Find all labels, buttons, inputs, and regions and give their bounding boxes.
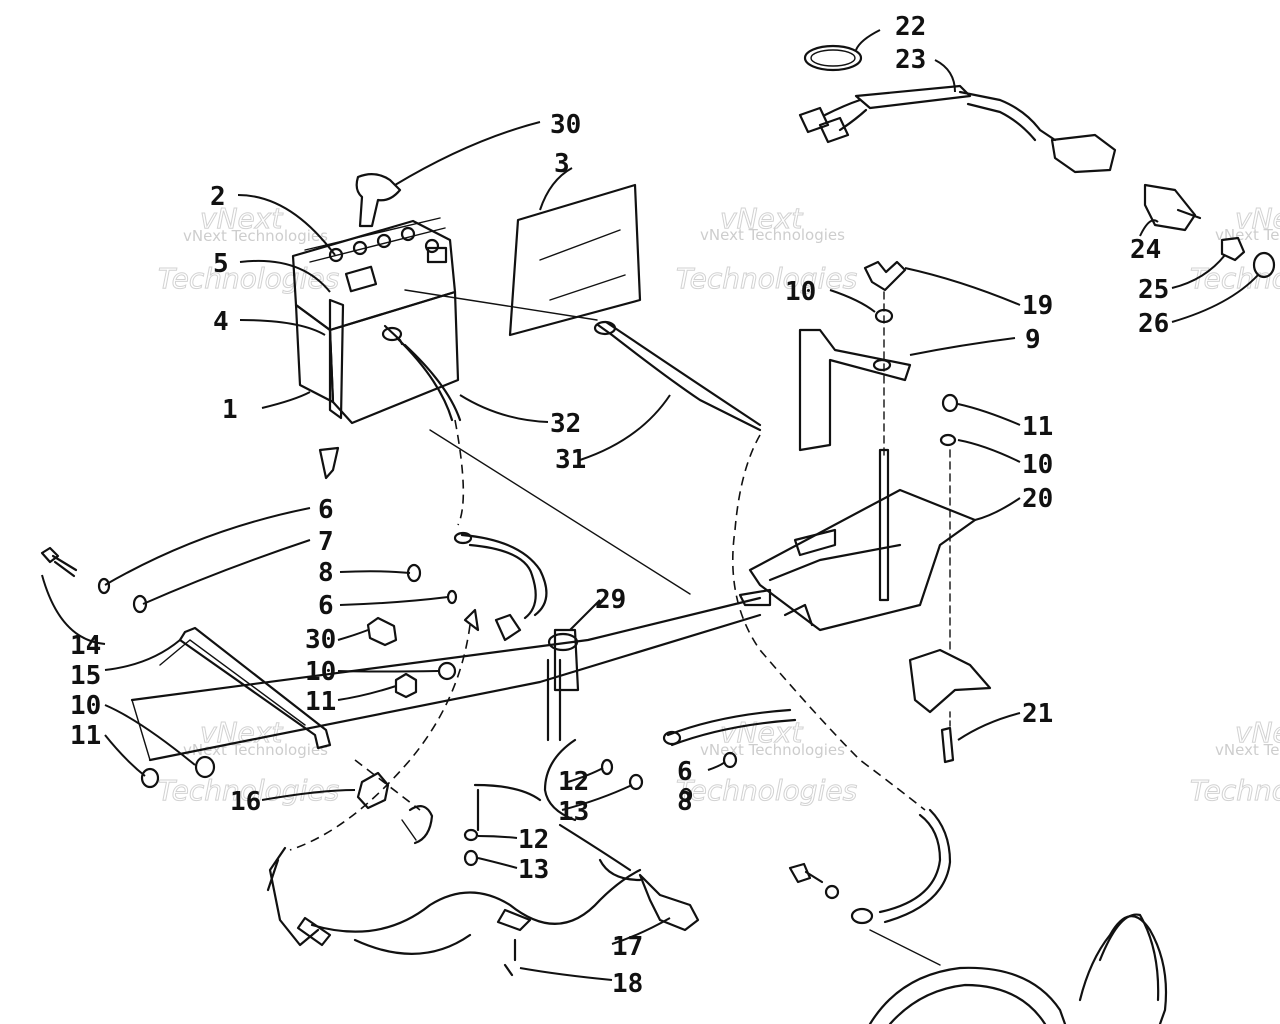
watermark-text: vNext Technologies [700,741,845,759]
ground-cable-right [878,813,942,914]
callout-label: 10 [785,277,816,307]
washer [939,433,957,447]
watermark-text: vNext [720,202,803,235]
callout-label: 17 [612,932,643,962]
mount-rail [130,429,762,762]
callout-label: 10 [305,657,336,687]
callout-label: 3 [554,149,570,179]
callout-label: 32 [550,409,581,439]
callout-label: 19 [1022,291,1053,321]
wing-nut [863,260,907,292]
starter-assembly [868,913,1168,1024]
callout-label: 6 [318,591,334,621]
watermark-text: vNext Technologies [700,226,845,244]
battery-bracket [798,328,912,452]
solenoid-harness [266,738,700,977]
watermark-text: Technologies [158,774,339,807]
callout-label: 12 [518,825,549,855]
bracket-rod [178,626,332,750]
callout-label: 12 [558,767,589,797]
callout-label: 30 [305,625,336,655]
nut [941,393,959,413]
wiring-harness [798,44,1276,279]
washer [97,577,111,595]
stud [878,448,890,602]
starter-cable [666,708,792,737]
callout-label: 15 [70,661,101,691]
callout-label: 16 [230,787,261,817]
bolt [940,726,955,764]
callout-label: 4 [213,307,229,337]
callout-label: 7 [318,527,334,557]
watermark-text: Technologies [158,262,339,295]
battery-shield [508,183,642,337]
callout-label: 10 [1022,450,1053,480]
leader-lines [41,29,1259,981]
watermark-text: Technologies [1190,774,1280,807]
callout-label: 26 [1138,309,1169,339]
watermark-text: vNext [1235,716,1280,749]
wire-routing [454,419,465,526]
callout-label: 11 [70,721,101,751]
small-parts [140,563,522,845]
callout-label: 6 [318,495,334,525]
callout-label: 13 [558,797,589,827]
callout-label: 2 [210,182,226,212]
callout-label: 9 [1025,325,1041,355]
terminal-boot [355,173,402,228]
callout-label: 1 [222,395,238,425]
washer [132,594,148,614]
watermark-text: vNext [200,202,283,235]
callout-label: 8 [318,558,334,588]
watermark-text: vNext Technologies [1215,741,1280,759]
callout-label: 14 [70,631,101,661]
mount-bracket [908,648,992,714]
battery-tray [738,488,977,632]
watermark-text: vNext [200,716,283,749]
callout-label: 5 [213,249,229,279]
callout-label: 8 [677,787,693,817]
callout-label: 30 [550,110,581,140]
callout-label: 29 [595,585,626,615]
callout-label: 11 [305,687,336,717]
callout-label: 24 [1130,235,1161,265]
callout-label: 21 [1022,699,1053,729]
callout-label: 11 [1022,412,1053,442]
battery [291,217,460,425]
callout-label: 25 [1138,275,1169,305]
bolt [40,546,78,578]
callout-label: 31 [555,445,586,475]
callout-label: 20 [1022,484,1053,514]
watermark-text: Technologies [676,774,857,807]
watermark-text: vNext Technologies [183,227,328,245]
callout-label: 22 [895,12,926,42]
watermark-text: Technologies [676,262,857,295]
callout-label: 6 [677,757,693,787]
ground-cable [460,533,548,617]
callout-label: 10 [70,691,101,721]
callout-label: 18 [612,969,643,999]
callout-label: 23 [895,45,926,75]
watermark-text: Technologies [1190,262,1280,295]
strap-hook [318,446,340,480]
callout-labels: 1 2 3 4 5 6 7 8 6 30 10 11 14 15 10 11 1… [70,12,1169,999]
watermark-group: vNext Technologies vNext Technologies vN… [158,202,1280,808]
watermark-text: vNext [1235,202,1280,235]
callout-label: 13 [518,855,549,885]
battery-strap [328,298,345,420]
